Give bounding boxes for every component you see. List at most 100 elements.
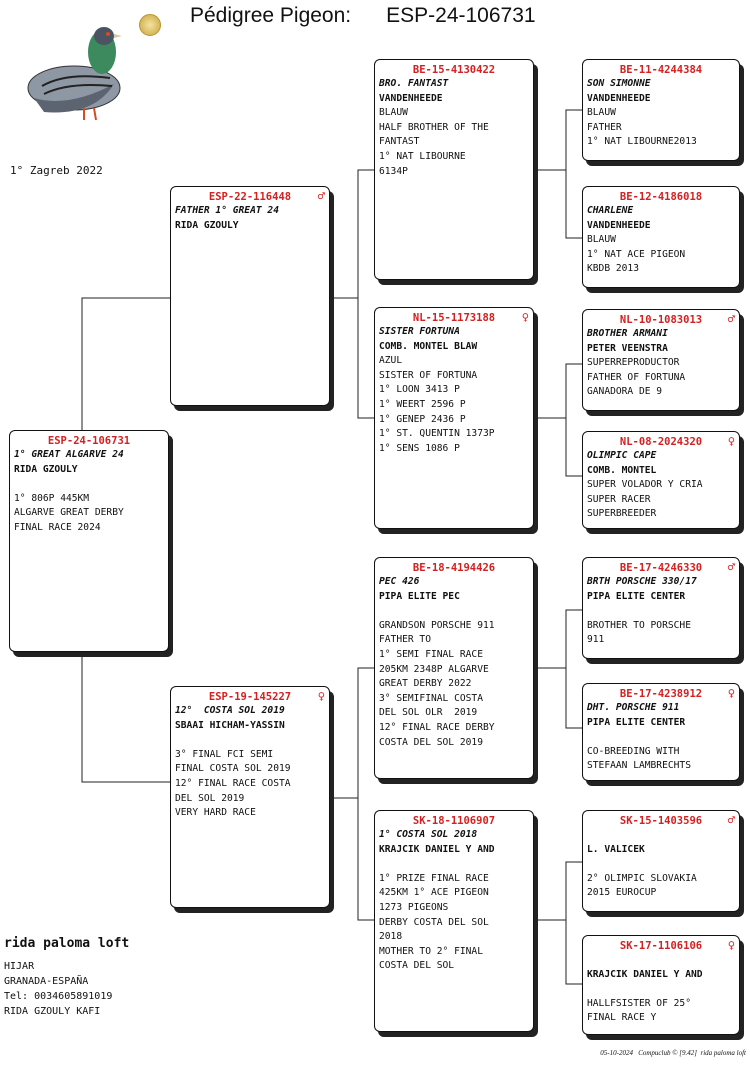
owner: VANDENHEEDE	[379, 92, 443, 104]
info-line: SUPERBREEDER	[587, 508, 657, 520]
info-line: GREAT DERBY 2022	[379, 678, 472, 690]
info-line	[587, 857, 735, 872]
pigeon-name: BRTH PORSCHE 330/17	[587, 576, 697, 587]
info-line: SISTER OF FORTUNA	[379, 369, 478, 381]
footer-line: HIJAR	[4, 961, 35, 972]
card-dam-dam[interactable]: SK-18-1106907 1° COSTA SOL 2018 KRAJCIK …	[374, 810, 534, 1032]
pigeon-name	[587, 953, 735, 968]
info-line: 6134P	[379, 165, 408, 177]
owner: PETER VEENSTRA	[587, 342, 668, 354]
info-line: HALLFSISTER OF 25°	[587, 997, 691, 1009]
info-line: COSTA DEL SOL 2019	[379, 736, 483, 748]
info-line: CO-BREEDING WITH	[587, 745, 680, 757]
info-line: HALF BROTHER OF THE	[379, 121, 489, 133]
card-sss[interactable]: BE-11-4244384 SON SIMONNE VANDENHEEDE BL…	[582, 59, 740, 161]
info-line: FINAL COSTA SOL 2019	[175, 763, 291, 775]
card-sire-sire[interactable]: BE-15-4130422 BRO. FANTAST VANDENHEEDE B…	[374, 59, 534, 280]
info-line: FINAL RACE Y	[587, 1012, 657, 1024]
club-seal-icon	[139, 14, 161, 36]
info-line: 1° SEMI FINAL RACE	[379, 648, 483, 660]
owner: PIPA ELITE CENTER	[587, 716, 686, 728]
male-icon: ♂	[727, 813, 735, 827]
title-label: Pédigree Pigeon:	[190, 4, 352, 27]
female-icon: ♀	[727, 434, 735, 448]
female-icon: ♀	[521, 310, 529, 324]
ring-number: BE-17-4238912♀	[619, 686, 735, 700]
owner: SBAAI HICHAM-YASSIN	[175, 719, 285, 731]
male-icon: ♂	[727, 560, 735, 574]
card-dam[interactable]: ESP-19-145227♀ 12° COSTA SOL 2019 SBAAI …	[170, 686, 330, 908]
pigeon-logo	[14, 12, 134, 124]
info-line: 1273 PIGEONS	[379, 901, 449, 913]
owner: KRAJCIK DANIEL Y AND	[587, 968, 703, 980]
info-line: GRANDSON PORSCHE 911	[379, 619, 495, 631]
owner: L. VALICEK	[587, 843, 645, 855]
info-line: 1° PRIZE FINAL RACE	[379, 872, 489, 884]
female-icon: ♀	[727, 686, 735, 700]
info-line: 1° WEERT 2596 P	[379, 398, 466, 410]
info-line: DERBY COSTA DEL SOL	[379, 916, 489, 928]
info-line: 1° GENEP 2436 P	[379, 413, 466, 425]
info-line: DEL SOL OLR 2019	[379, 707, 478, 719]
info-line: 2018	[379, 931, 403, 943]
female-icon: ♀	[727, 938, 735, 952]
card-dsd[interactable]: BE-17-4238912♀ DHT. PORSCHE 911 PIPA ELI…	[582, 683, 740, 781]
owner: PIPA ELITE PEC	[379, 590, 460, 602]
ring-number: ESP-24-106731	[47, 435, 131, 447]
info-line: 1° ST. QUENTIN 1373P	[379, 428, 495, 440]
info-line: FATHER	[587, 121, 622, 133]
footer-line: RIDA GZOULY KAFI	[4, 1006, 101, 1017]
pigeon-name: FATHER 1° GREAT 24	[175, 205, 279, 216]
info-line: AZUL	[379, 355, 403, 367]
male-icon: ♂	[727, 312, 735, 326]
info-line: FANTAST	[379, 136, 420, 148]
info-line	[587, 604, 735, 619]
info-line: DEL SOL 2019	[175, 792, 245, 804]
info-line: 12° FINAL RACE COSTA	[175, 777, 291, 789]
footer-phone: Tel: 0034605891019	[4, 991, 113, 1002]
loft-name: rida paloma loft	[4, 936, 130, 951]
print-stamp: 05-10-2024 Compuclub © [9.42] rida palom…	[600, 1049, 746, 1057]
info-line: VERY HARD RACE	[175, 807, 256, 819]
card-subject[interactable]: ESP-24-106731 1° GREAT ALGARVE 24 RIDA G…	[9, 430, 169, 652]
card-sire-dam[interactable]: NL-15-1173188♀ SISTER FORTUNA COMB. MONT…	[374, 307, 534, 529]
card-dds[interactable]: SK-15-1403596♂ L. VALICEK 2° OLIMPIC SLO…	[582, 810, 740, 912]
info-line: BLAUW	[587, 107, 616, 119]
owner: VANDENHEEDE	[587, 219, 651, 231]
info-line	[587, 730, 735, 745]
ring-number: SK-15-1403596♂	[619, 813, 735, 827]
header-note: 1° Zagreb 2022	[10, 164, 103, 177]
info-line: ALGARVE GREAT DERBY	[14, 507, 124, 519]
pigeon-name: BRO. FANTAST	[379, 78, 449, 89]
card-sire[interactable]: ESP-22-116448♂ FATHER 1° GREAT 24 RIDA G…	[170, 186, 330, 406]
card-dam-sire[interactable]: BE-18-4194426 PEC 426 PIPA ELITE PEC GRA…	[374, 557, 534, 779]
card-dss[interactable]: BE-17-4246330♂ BRTH PORSCHE 330/17 PIPA …	[582, 557, 740, 659]
info-line: FATHER TO	[379, 634, 431, 646]
owner: COMB. MONTEL BLAW	[379, 340, 478, 352]
footer-line: GRANADA-ESPAÑA	[4, 976, 89, 987]
owner: COMB. MONTEL	[587, 464, 657, 476]
info-line: SUPERREPRODUCTOR	[587, 357, 680, 369]
pigeon-name: 1° COSTA SOL 2018	[379, 829, 478, 840]
ring-number: BE-11-4244384	[619, 64, 703, 76]
owner: PIPA ELITE CENTER	[587, 590, 686, 602]
info-line: KBDB 2013	[587, 263, 639, 275]
owner: KRAJCIK DANIEL Y AND	[379, 843, 495, 855]
ring-number: NL-15-1173188♀	[412, 310, 529, 324]
card-ddd[interactable]: SK-17-1106106♀ KRAJCIK DANIEL Y AND HALL…	[582, 935, 740, 1035]
info-line: 911	[587, 634, 605, 646]
info-line: BLAUW	[379, 107, 408, 119]
info-line: 1° 806P 445KM	[14, 492, 90, 504]
pigeon-name: BROTHER ARMANI	[587, 328, 668, 339]
info-line: 3° FINAL FCI SEMI	[175, 748, 274, 760]
info-line	[379, 857, 529, 872]
card-sds[interactable]: NL-10-1083013♂ BROTHER ARMANI PETER VEEN…	[582, 309, 740, 411]
pigeon-name: DHT. PORSCHE 911	[587, 702, 680, 713]
owner: VANDENHEEDE	[587, 92, 651, 104]
info-line: COSTA DEL SOL	[379, 960, 455, 972]
info-line: 2015 EUROCUP	[587, 887, 657, 899]
owner: RIDA GZOULY	[175, 219, 239, 231]
male-icon: ♂	[317, 189, 325, 203]
card-ssd[interactable]: BE-12-4186018 CHARLENE VANDENHEEDE BLAUW…	[582, 186, 740, 288]
card-sdd[interactable]: NL-08-2024320♀ OLIMPIC CAPE COMB. MONTEL…	[582, 431, 740, 529]
